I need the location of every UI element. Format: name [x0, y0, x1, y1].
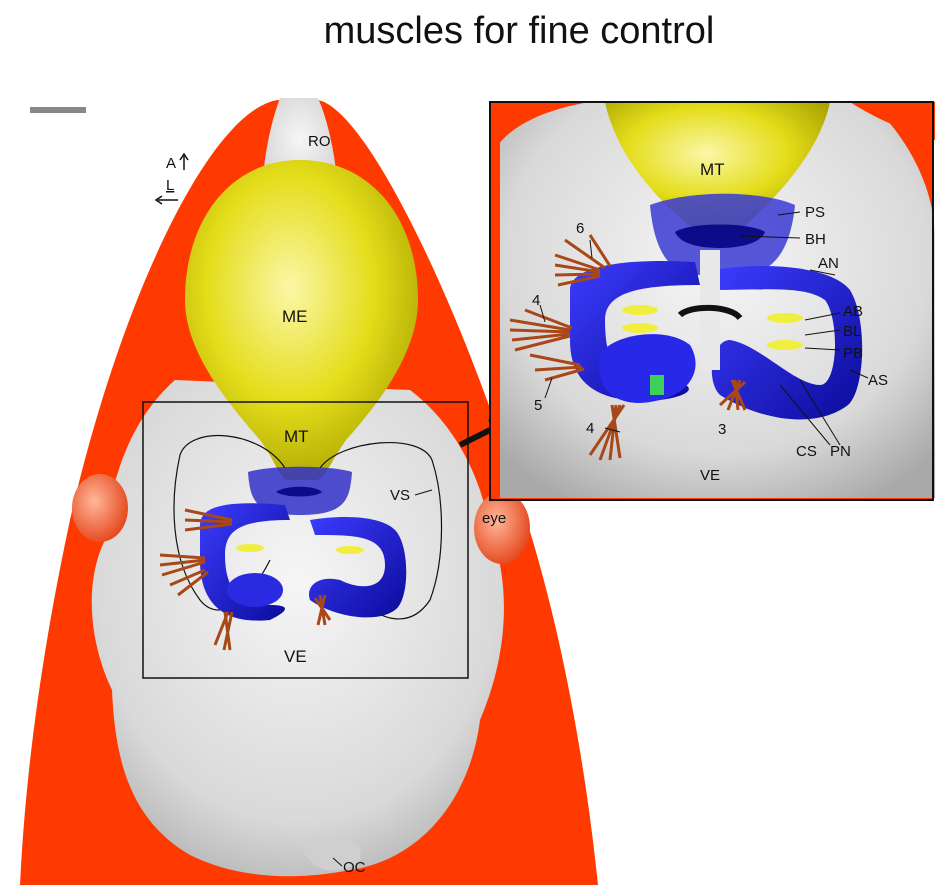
inset-label-4a: 4	[532, 292, 540, 309]
inset-left-bursa-2	[622, 323, 658, 333]
label-axis-l: L	[166, 177, 174, 194]
scale-bar	[30, 107, 86, 113]
inset-label-bh: BH	[805, 231, 826, 248]
inset-right-bursa-2	[767, 340, 803, 350]
label-mt: MT	[284, 427, 309, 446]
axis-l-arrow	[156, 196, 178, 204]
inset-label-ab: AB	[843, 303, 863, 320]
inset-view: MT PS BH AN AB BL PB AS PN CS VE 6 4 5 4…	[490, 102, 935, 500]
inset-label-6: 6	[576, 220, 584, 237]
inset-left-bursa-1	[622, 305, 658, 315]
inset-label-5: 5	[534, 397, 542, 414]
inset-label-bl: BL	[843, 323, 861, 340]
label-axis-a: A	[166, 155, 176, 172]
inset-label-cs: CS	[796, 443, 817, 460]
label-me: ME	[282, 307, 308, 326]
left-bursa	[236, 544, 264, 552]
label-vs: VS	[390, 487, 410, 504]
left-eye	[72, 474, 128, 542]
label-oc: OC	[343, 859, 366, 876]
inset-label-as: AS	[868, 372, 888, 389]
inset-green-marker	[650, 375, 664, 395]
inset-label-4b: 4	[586, 420, 594, 437]
right-eye	[474, 492, 530, 564]
inset-label-ve: VE	[700, 467, 720, 484]
inset-label-mt: MT	[700, 160, 725, 179]
label-ro: RO	[308, 133, 331, 150]
label-ve: VE	[284, 647, 307, 666]
inset-label-3: 3	[718, 421, 726, 438]
inset-label-pb: PB	[843, 345, 863, 362]
label-eye: eye	[482, 510, 506, 527]
inset-label-pn: PN	[830, 443, 851, 460]
left-nasal-plug-lobe	[227, 573, 283, 607]
inset-label-an: AN	[818, 255, 839, 272]
axis-a-arrow	[180, 154, 188, 170]
inset-right-bursa-1	[767, 313, 803, 323]
right-bursa	[336, 546, 364, 554]
inset-label-ps: PS	[805, 204, 825, 221]
